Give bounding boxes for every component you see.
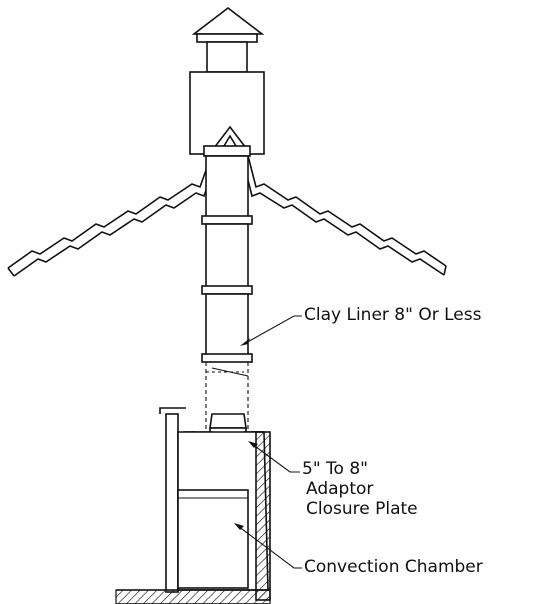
chimney-cap <box>191 6 265 73</box>
roof <box>7 125 447 277</box>
convection-chamber <box>177 489 249 589</box>
adaptor-label-line2: Adaptor <box>306 479 374 499</box>
convection-chamber-label: Convection Chamber <box>304 557 483 577</box>
chimney-pipe <box>201 145 253 363</box>
hearth-floor <box>115 589 271 604</box>
clay-liner-label: Clay Liner 8" Or Less <box>304 305 482 325</box>
adaptor-label-line1: 5" To 8" <box>302 459 368 479</box>
leader-lines <box>234 315 302 569</box>
clay-liner <box>205 362 249 432</box>
closure-plate-label: Closure Plate <box>306 499 418 519</box>
